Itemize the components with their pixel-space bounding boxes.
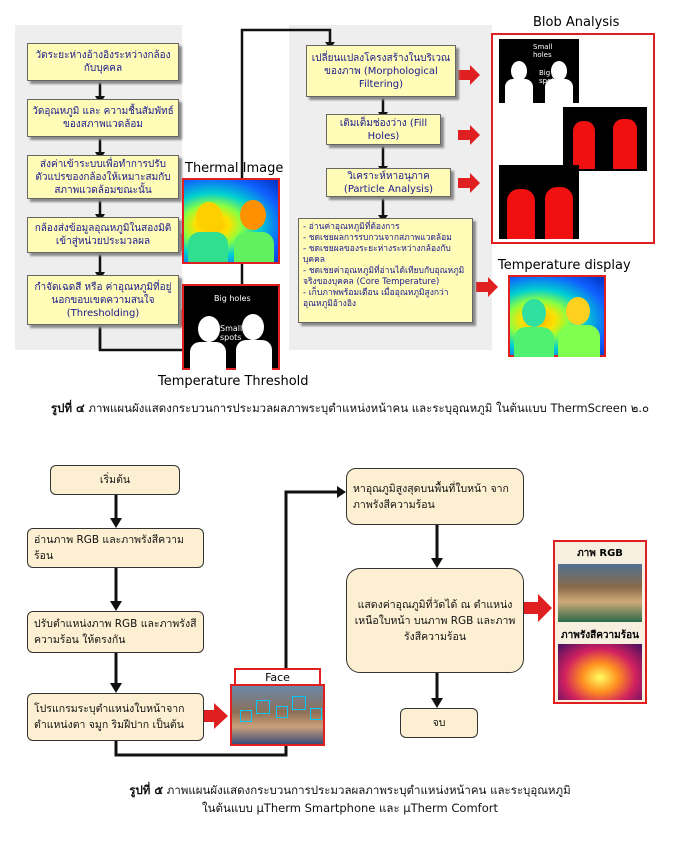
face-locate-box: โปรแกรมระบุตำแหน่งใบหน้าจากตำแหน่งตา จมู… [27, 693, 204, 741]
figure-4-caption-text: ภาพแผนผังแสดงกระบวนการประมวลผลภาพระบุตำแ… [84, 401, 650, 415]
figure-4-caption: รูปที่ ๔ ภาพแผนผังแสดงกระบวนการประมวลผลภ… [20, 400, 680, 418]
blob-analysis-label: Blob Analysis [533, 15, 620, 30]
step-thresholding: กำจัดเฉดสี หรือ ค่าอุณหภูมิที่อยู่นอกขอบ… [27, 275, 179, 325]
bullet-item: - ชดเชยผลของระยะห่างระหว่างกล้องกับบุคคล [303, 244, 451, 265]
thermal-image-label: Thermal Image [185, 161, 284, 176]
thermal-result-label: ภาพรังสีความร้อน [561, 630, 639, 641]
align-images-box: ปรับตำแหน่งภาพ RGB และภาพรังสีความร้อน ใ… [27, 611, 204, 653]
rgb-label: ภาพ RGB [577, 548, 623, 559]
thermal-image [182, 178, 280, 264]
bullet-box: - อ่านค่าอุณหภูมิที่ต้องการ - ชดเชยผลการ… [298, 218, 473, 323]
figure-5-caption: รูปที่ ๕ ภาพแผนผังแสดงกระบวนการประมวลผลภ… [20, 781, 680, 817]
step-measure-distance: วัดระยะห่างอ้างอิงระหว่างกล้องกับบุคคล [27, 43, 179, 81]
rgb-image [558, 564, 642, 622]
small-spots-label: Small spots [220, 324, 243, 342]
display-temp-box: แสดงค่าอุณภูมิที่วัดได้ ณ ตำแหน่งเหนือใบ… [346, 568, 524, 673]
step-measure-temperature-humidity: วัดอุณหภูมิ และ ความชื้นสัมพัทธ์ ของสภาพ… [27, 99, 179, 137]
step-adjust-camera: ส่งค่าเข้าระบบเพื่อทำการปรับตัวแปรของกล้… [27, 155, 179, 199]
figure-5-number: รูปที่ ๕ [129, 783, 164, 797]
temperature-display-image [508, 275, 606, 357]
bullet-item: - อ่านค่าอุณหภูมิที่ต้องการ [303, 222, 400, 232]
bullet-item: - ชดเชยผลการรบกวนจากสภาพแวดล้อม [303, 233, 452, 243]
step-send-2d-data: กล้องส่งข้อมูลอุณหภูมิในสองมิติเข้าสู่หน… [27, 217, 179, 253]
figure-5-caption-line1: ภาพแผนผังแสดงกระบวนการประมวลผลภาพระบุตำแ… [163, 783, 571, 797]
face-detection-image [230, 684, 325, 746]
step-morphological-filtering: เปลี่ยนแปลงโครงสร้างในบริเวณของภาพ (Morp… [306, 45, 456, 97]
small-holes-label: Small holes [533, 43, 553, 59]
big-holes-label: Big holes [214, 294, 251, 303]
blob-analysis-frame: Small holes Big spots [491, 33, 655, 244]
start-box: เริ่มต้น [50, 465, 180, 495]
temperature-threshold-label: Temperature Threshold [158, 374, 309, 389]
bullet-item: - ชดเชยค่าอุณหภูมิที่อ่านได้เทียบกับอุณห… [303, 266, 465, 287]
read-images-box: อ่านภาพ RGB และภาพรังสีความร้อน [27, 528, 204, 568]
bullet-item: - เก็บภาพพร้อมเตือน เมื่ออุณหภูมิสูงกว่า… [303, 288, 449, 309]
step-particle-analysis: วิเคราะห์หาอนุภาค (Particle Analysis) [326, 168, 451, 197]
max-temp-box: หาอุณภูมิสูงสุดบนพื้นที่ใบหน้า จากภาพรัง… [346, 468, 524, 525]
figure-5-caption-line2: ในต้นแบบ μTherm Smartphone และ μTherm Co… [202, 801, 498, 815]
thermal-result-image [558, 644, 642, 700]
result-images-frame: ภาพ RGB ภาพรังสีความร้อน [553, 540, 647, 704]
big-spots-label: Big spots [539, 69, 558, 85]
figure-4-number: รูปที่ ๔ [50, 401, 85, 415]
end-box: จบ [400, 708, 478, 738]
step-fill-holes: เติมเต็มช่องว่าง (Fill Holes) [326, 114, 441, 145]
temperature-display-label: Temperature display [498, 258, 631, 273]
threshold-image: Big holes Small spots [182, 284, 280, 370]
